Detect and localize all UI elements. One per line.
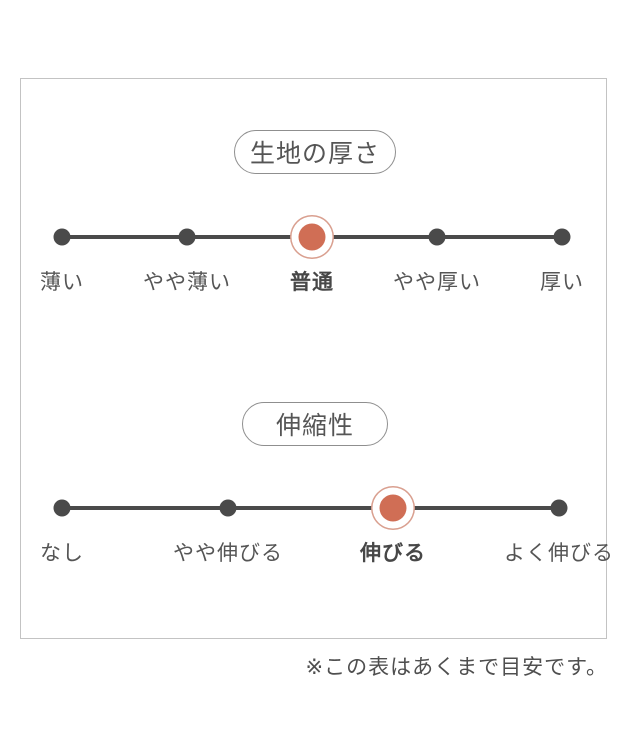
scale-label: なし [40, 541, 84, 565]
scale-dot [53, 499, 71, 517]
scale-label-selected: 伸びる [360, 541, 426, 565]
scale-label: よく伸びる [504, 541, 614, 565]
scale-label: やや厚い [393, 270, 481, 294]
scale-dot [178, 228, 196, 246]
stretch-track [62, 506, 559, 510]
scale-label: 薄い [40, 270, 84, 294]
scale-dot [53, 228, 71, 246]
scale-dot [428, 228, 446, 246]
stretch-title-pill: 伸縮性 [242, 402, 388, 446]
scale-dot [553, 228, 571, 246]
scale-dot [550, 499, 568, 517]
scale-dot-selected [379, 494, 407, 522]
scale-label-selected: 普通 [290, 270, 334, 294]
stretch-title: 伸縮性 [275, 411, 354, 440]
scale-label: やや伸びる [172, 541, 283, 565]
disclaimer-note: ※この表はあくまで目安です。 [305, 655, 608, 679]
fabric-thickness-title: 生地の厚さ [249, 139, 380, 168]
scale-dot-selected [298, 223, 326, 251]
scale-label: 厚い [540, 270, 584, 294]
fabric-thickness-title-pill: 生地の厚さ [234, 130, 396, 174]
scale-dot [219, 499, 237, 517]
guide-frame: 生地の厚さ 薄い やや薄い 普通 やや厚い 厚い 伸縮性 なし やや伸 [20, 78, 613, 639]
scale-label: やや薄い [143, 270, 231, 294]
